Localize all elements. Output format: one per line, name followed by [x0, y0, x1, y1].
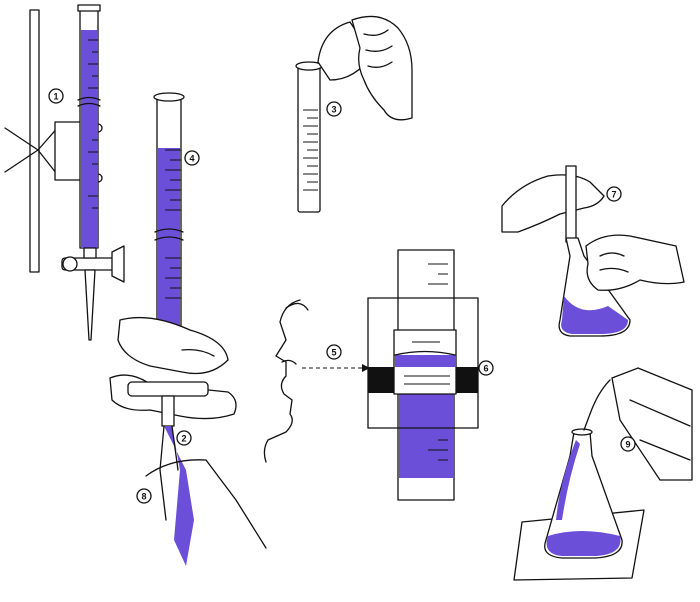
- callout-9: 9: [625, 440, 630, 450]
- stopcock-handle: [111, 245, 125, 283]
- eye: [281, 359, 297, 365]
- callout-1: 1: [53, 92, 58, 102]
- callout-3-circle: [326, 101, 342, 117]
- clamp-jaw: [54, 121, 84, 181]
- sight-arrow: [362, 364, 370, 372]
- clamp-arms: [4, 124, 61, 179]
- callout-6: 6: [483, 364, 488, 374]
- hand-3: [351, 15, 413, 121]
- callout-8-circle: [136, 488, 152, 504]
- callout-2: 2: [181, 434, 186, 444]
- callout-3: 3: [331, 105, 336, 115]
- callout-8: 8: [141, 492, 146, 502]
- face-profile: [263, 299, 301, 463]
- receiving-flask-outline: [145, 459, 267, 549]
- callout-9-circle: [620, 436, 636, 452]
- burette-on-stand-figure: 1: [4, 4, 125, 341]
- callout-4: 4: [189, 154, 194, 164]
- flask-7-liquid: [561, 296, 628, 334]
- burette-6-graduations: [428, 263, 448, 461]
- burette-graduations: [88, 39, 98, 209]
- burette-tip-7: [565, 165, 577, 243]
- wash-bottle: [611, 367, 693, 481]
- upper-hand: [117, 316, 229, 375]
- callout-2-circle: [176, 430, 192, 446]
- burette-liquid-4: [158, 148, 180, 346]
- callout-7-circle: [606, 186, 622, 202]
- flask-9-liquid: [546, 531, 621, 556]
- rinse-stream: [556, 440, 580, 520]
- tube-break: [77, 96, 101, 107]
- pouring-into-cylinder-figure: 3: [295, 15, 413, 213]
- hand-held-burette-figure: 4 2 8: [109, 92, 267, 566]
- tube-break-4: [154, 228, 184, 241]
- drip-stream: [164, 426, 194, 566]
- reading-card-figure: 6: [367, 249, 494, 501]
- eye-level-reading-figure: 5: [263, 299, 370, 463]
- swirling-flask-figure: 7: [501, 165, 685, 337]
- meniscus: [394, 350, 456, 356]
- erlenmeyer-flask: [544, 431, 623, 559]
- callout-1-circle: [48, 88, 64, 104]
- burette-4-graduations: [165, 149, 181, 299]
- cylinder-graduations: [303, 109, 318, 191]
- callout-6-circle: [478, 360, 494, 376]
- callout-7: 7: [611, 190, 616, 200]
- wash-nozzle: [583, 379, 611, 431]
- right-hand-7: [585, 234, 685, 291]
- burette-liquid: [81, 30, 97, 248]
- rinsing-flask-figure: 9: [513, 367, 693, 581]
- callout-5-circle: [326, 344, 342, 360]
- stand-rod: [29, 9, 40, 273]
- stopcock-knob: [62, 256, 78, 272]
- burette-rim: [77, 4, 101, 12]
- reading-card: [367, 297, 479, 429]
- callout-4-circle: [184, 150, 200, 166]
- left-hand-7: [501, 174, 605, 233]
- stopcock-2: [127, 381, 209, 397]
- callout-5: 5: [331, 348, 336, 358]
- burette-tip: [84, 269, 96, 341]
